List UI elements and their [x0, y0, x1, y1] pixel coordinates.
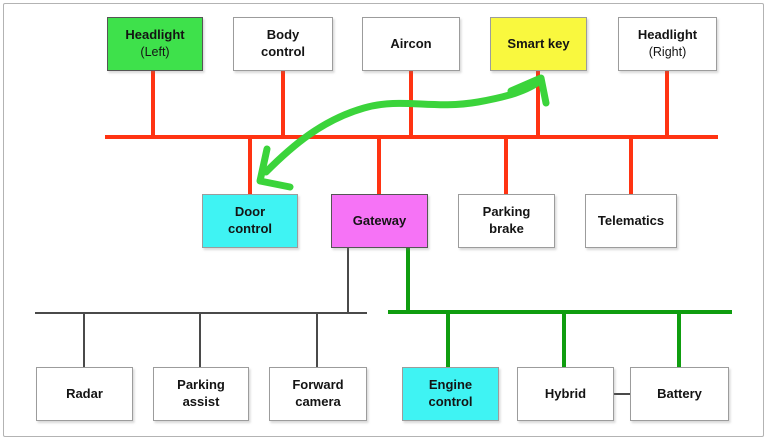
connector-radar	[83, 313, 85, 367]
node-label: Door	[234, 204, 266, 220]
node-label: Parking	[482, 204, 531, 220]
connector-aircon	[409, 71, 413, 137]
node-gateway: Gateway	[331, 194, 428, 248]
node-parking-brake: Parking brake	[458, 194, 555, 248]
connector-gateway-green	[406, 248, 410, 313]
node-label: Parking	[177, 377, 225, 393]
node-aircon: Aircon	[362, 17, 460, 71]
connector-gateway-top	[377, 138, 381, 195]
node-label: control	[428, 394, 473, 409]
connector-gateway-black	[347, 248, 349, 313]
node-battery: Battery	[630, 367, 729, 421]
node-telematics: Telematics	[585, 194, 677, 248]
node-label: Smart key	[507, 35, 570, 51]
node-label: Gateway	[352, 212, 407, 228]
node-label: Engine	[428, 377, 473, 393]
node-sublabel: (Left)	[140, 45, 170, 60]
node-headlight-left: Headlight (Left)	[107, 17, 203, 71]
connector-headlight-right	[665, 71, 669, 137]
node-label: Telematics	[597, 212, 665, 228]
connector-forward-camera	[316, 313, 318, 367]
node-smart-key: Smart key	[490, 17, 587, 71]
node-label: Aircon	[390, 35, 432, 51]
bottom-left-black-bus-line	[35, 312, 367, 314]
node-label: Headlight	[125, 27, 185, 43]
node-sublabel: (Right)	[648, 45, 687, 60]
node-door-control: Door control	[202, 194, 298, 248]
connector-body-control	[281, 71, 285, 137]
connector-smart-key	[536, 71, 540, 137]
bottom-right-green-bus-line	[388, 310, 732, 314]
connector-door-control	[248, 138, 252, 195]
node-label: Radar	[66, 385, 103, 401]
node-label: Headlight	[637, 27, 698, 43]
connector-parking-assist	[199, 313, 201, 367]
node-label: control	[260, 44, 306, 59]
node-label: Forward	[292, 377, 344, 393]
node-hybrid: Hybrid	[517, 367, 614, 421]
node-body-control: Body control	[233, 17, 333, 71]
node-label: control	[227, 221, 273, 236]
connector-engine-control	[446, 313, 450, 367]
node-label: Body	[266, 27, 300, 43]
node-label: camera	[295, 394, 341, 409]
node-parking-assist: Parking assist	[153, 367, 249, 421]
node-label: brake	[489, 221, 524, 236]
node-label: Battery	[657, 385, 702, 401]
connector-hybrid	[562, 313, 566, 367]
node-forward-camera: Forward camera	[269, 367, 367, 421]
connector-telematics	[629, 138, 633, 195]
link-hybrid-battery	[614, 393, 631, 395]
connector-parking-brake	[504, 138, 508, 195]
connector-battery	[677, 313, 681, 367]
node-radar: Radar	[36, 367, 133, 421]
connector-headlight-left	[151, 71, 155, 137]
node-engine-control: Engine control	[402, 367, 499, 421]
node-label: assist	[182, 394, 220, 409]
node-headlight-right: Headlight (Right)	[618, 17, 717, 71]
node-label: Hybrid	[544, 385, 587, 401]
